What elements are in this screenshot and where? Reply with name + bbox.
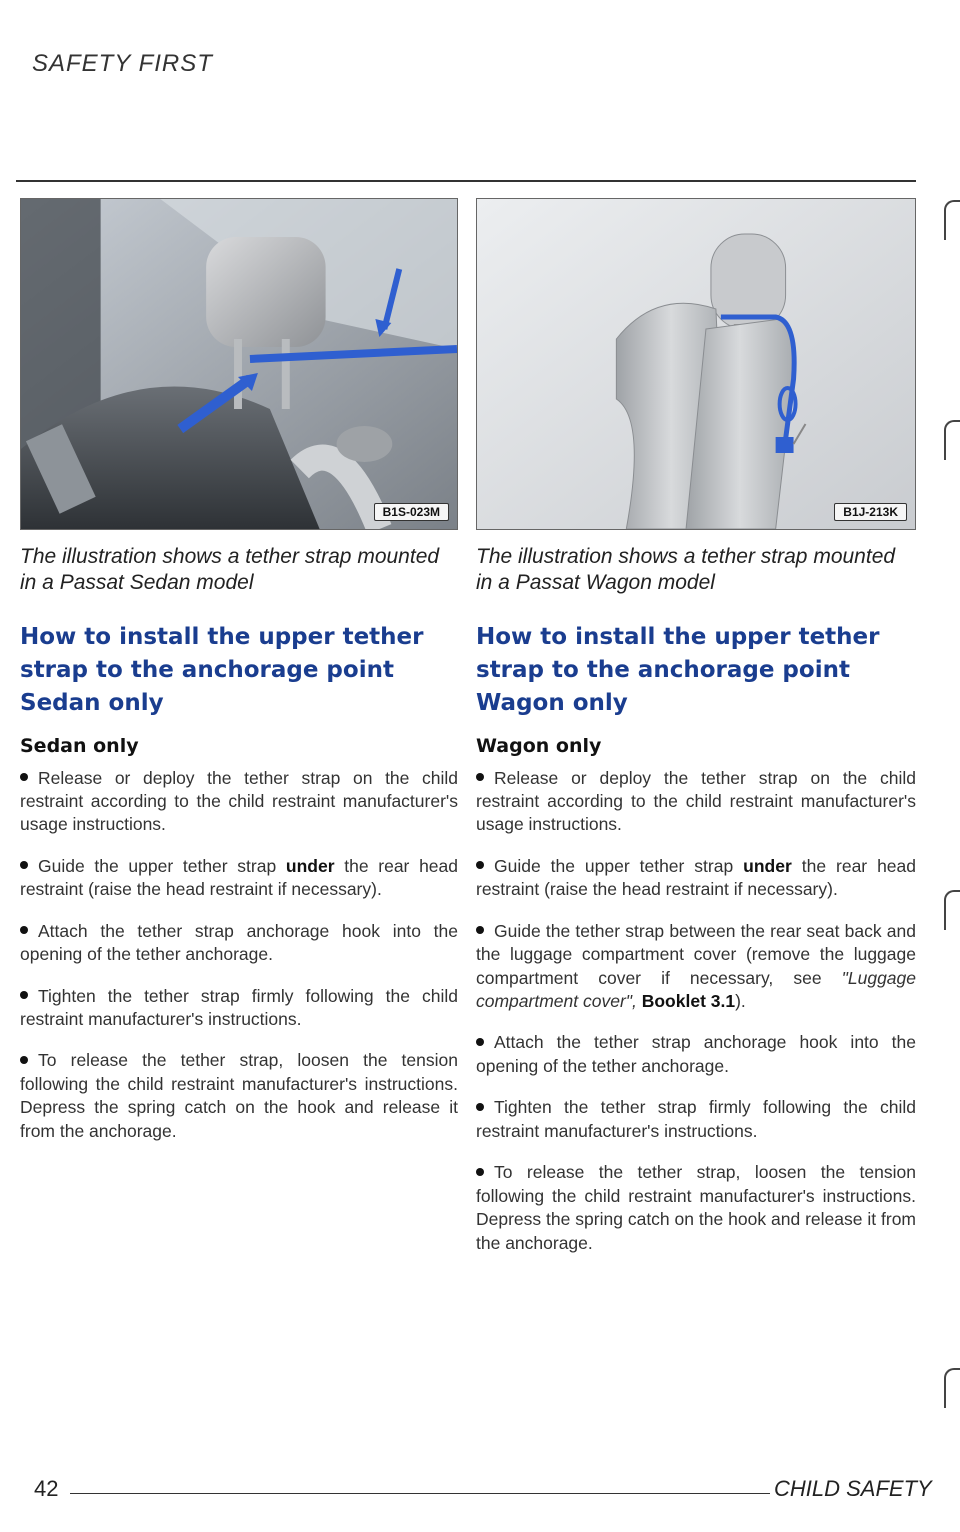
sedan-photo-svg	[21, 199, 457, 529]
instruction-text: Guide the upper tether strap	[38, 855, 286, 876]
cross-reference-booklet: Booklet 3.1	[641, 991, 736, 1012]
instruction-text: To release the tether strap, loosen the …	[476, 1162, 916, 1253]
figure-code-badge: B1S-023M	[373, 503, 449, 521]
instruction-item: Attach the tether strap anchorage hook i…	[476, 1031, 916, 1078]
bullet-icon	[476, 1102, 484, 1111]
bullet-icon	[476, 861, 484, 870]
bullet-icon	[476, 1167, 484, 1176]
wagon-photo-svg	[477, 199, 915, 529]
page-edge-tab	[944, 1368, 960, 1408]
instruction-text: Release or deploy the tether strap on th…	[20, 767, 458, 835]
section-heading: How to install the upper tether strap to…	[20, 623, 424, 717]
instruction-text: the rear head restraint (raise the head …	[20, 855, 459, 900]
instruction-item: Attach the tether strap anchorage hook i…	[20, 920, 458, 967]
bullet-icon	[20, 990, 28, 999]
instruction-item: Release or deploy the tether strap on th…	[20, 767, 458, 837]
bullet-icon	[476, 926, 484, 935]
instruction-text: Release or deploy the tether strap on th…	[476, 767, 916, 835]
instruction-item: Release or deploy the tether strap on th…	[476, 767, 916, 837]
figure-caption: The illustration shows a tether strap mo…	[20, 545, 440, 595]
left-column: B1S-023M The illustration shows a tether…	[20, 198, 458, 1161]
instruction-text: ).	[735, 991, 746, 1012]
instruction-text: Tighten the tether strap firmly followin…	[476, 1097, 916, 1141]
sedan-tether-illustration: B1S-023M	[20, 198, 458, 530]
instruction-item: Tighten the tether strap firmly followin…	[20, 985, 458, 1032]
instruction-text: Guide the tether strap between the rear …	[476, 920, 916, 988]
bullet-icon	[476, 1037, 484, 1046]
instruction-text: Attach the tether strap anchorage hook i…	[20, 920, 458, 965]
section-subheading: Sedan only	[20, 734, 139, 757]
bullet-icon	[20, 861, 28, 870]
instruction-item: Guide the tether strap between the rear …	[476, 920, 916, 1014]
instruction-text: To release the tether strap, loosen the …	[20, 1050, 458, 1141]
section-subheading: Wagon only	[476, 734, 602, 757]
instruction-text: Attach the tether strap anchorage hook i…	[476, 1032, 916, 1076]
instruction-emphasis: under	[743, 855, 792, 876]
bullet-icon	[20, 1055, 28, 1064]
bullet-icon	[20, 772, 28, 781]
instruction-text: the rear head restraint (raise the head …	[476, 855, 917, 900]
instruction-text: Guide the upper tether strap	[494, 855, 744, 876]
page-number: 42	[34, 1476, 59, 1501]
instruction-item: To release the tether strap, loosen the …	[20, 1049, 458, 1143]
page-header-title: SAFETY FIRST	[32, 50, 213, 77]
footer-divider	[70, 1493, 770, 1494]
page-edge-tab	[944, 890, 960, 930]
cross-reference-title: "Luggage compartment cover",	[476, 967, 916, 1012]
header-divider	[16, 180, 916, 182]
bullet-icon	[20, 926, 28, 935]
page-edge-tab	[944, 200, 960, 240]
instruction-item: To release the tether strap, loosen the …	[476, 1161, 916, 1255]
right-column: B1J-213K The illustration shows a tether…	[476, 198, 916, 1273]
instruction-item: Guide the upper tether strap under the r…	[20, 855, 458, 902]
figure-code-badge: B1J-213K	[834, 503, 907, 521]
footer-section-label: CHILD SAFETY	[774, 1476, 932, 1501]
section-heading: How to install the upper tether strap to…	[476, 623, 880, 717]
bullet-icon	[476, 772, 484, 781]
instruction-item: Guide the upper tether strap under the r…	[476, 855, 916, 902]
instruction-emphasis: under	[285, 855, 335, 876]
instruction-text: Tighten the tether strap firmly followin…	[20, 985, 458, 1030]
instruction-item: Tighten the tether strap firmly followin…	[476, 1096, 916, 1143]
wagon-tether-illustration: B1J-213K	[476, 198, 916, 530]
page-edge-tab	[944, 420, 960, 460]
figure-caption: The illustration shows a tether strap mo…	[476, 545, 896, 595]
